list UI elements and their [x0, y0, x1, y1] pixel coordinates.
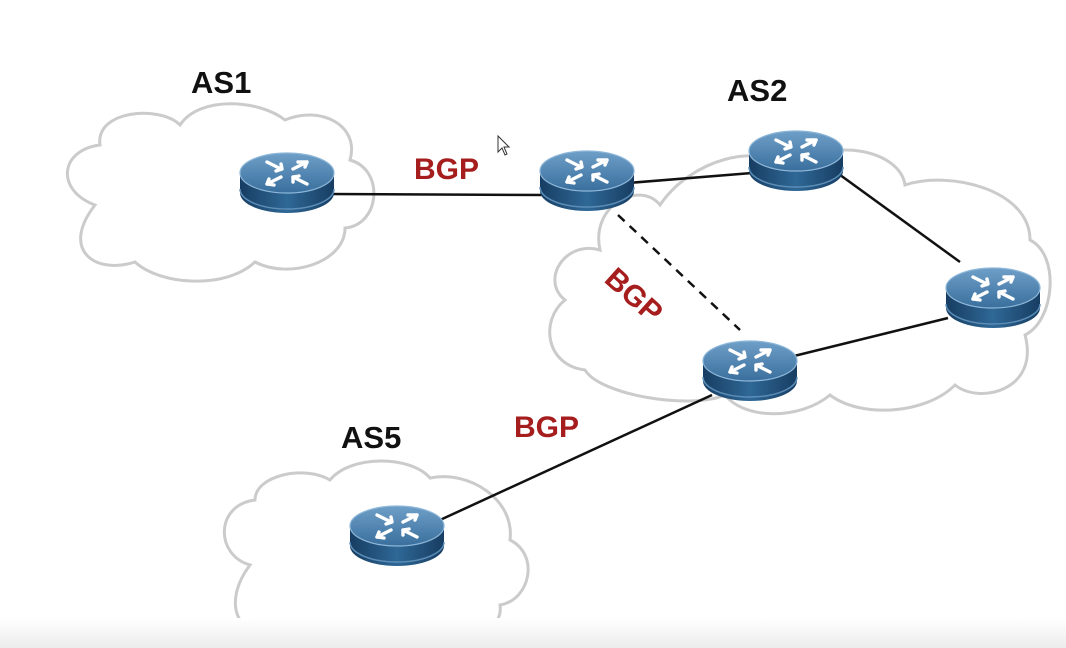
- links: [327, 170, 961, 522]
- link-top-right: [835, 170, 961, 264]
- link-lower-as5: [439, 393, 713, 522]
- router-icon: [701, 339, 799, 403]
- bgp-label-as1: BGP: [414, 153, 479, 186]
- bgp-label-as5: BGP: [514, 411, 579, 444]
- link-right-lower: [789, 316, 949, 359]
- as1-label: AS1: [191, 65, 251, 100]
- router-icon: [348, 504, 446, 568]
- as1-cloud-icon: [66, 102, 376, 283]
- mouse-pointer-icon: [497, 134, 511, 156]
- router-icon: [944, 266, 1042, 330]
- link-border-lower-dashed: [617, 214, 741, 331]
- link-border-top: [627, 171, 753, 185]
- as5-label: AS5: [341, 420, 401, 455]
- router-icon: [238, 151, 336, 215]
- router-icon: [538, 149, 636, 213]
- as2-label: AS2: [727, 73, 787, 108]
- link-as1-as2: [327, 192, 549, 197]
- bottom-bar: [0, 618, 1066, 648]
- router-icon: [747, 129, 845, 193]
